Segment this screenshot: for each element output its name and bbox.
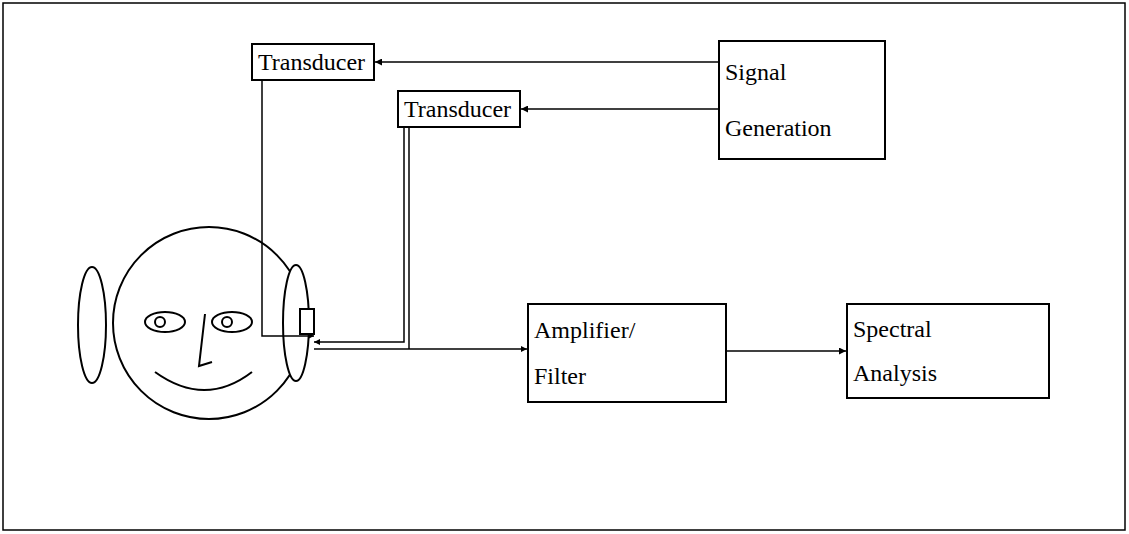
box-label: Amplifier/ Filter <box>534 307 659 399</box>
box-label: Signal Generation <box>725 44 850 156</box>
pupil <box>155 317 165 327</box>
eye <box>145 312 185 332</box>
box-label: Transducer <box>404 94 511 124</box>
frame-border <box>3 3 1125 530</box>
mouth <box>155 372 252 390</box>
signal-arrow <box>727 350 846 352</box>
box-label: Transducer <box>258 47 365 77</box>
pupil <box>222 317 232 327</box>
spectral-analysis-box: Spectral Analysis <box>846 303 1050 399</box>
nose <box>199 314 212 366</box>
transducer-box: Transducer <box>251 43 375 81</box>
signal-generation-box: Signal Generation <box>718 40 886 160</box>
signal-arrow <box>521 108 718 110</box>
head-outline <box>113 227 305 419</box>
signal-arrow <box>375 61 718 63</box>
eye <box>212 312 252 332</box>
box-label: Spectral Analysis <box>853 307 978 395</box>
transducer-wire <box>314 128 404 342</box>
transducer-wire <box>408 128 410 349</box>
transducer-wire <box>262 80 314 336</box>
ear-probe <box>300 309 314 334</box>
left-ear <box>78 267 106 383</box>
transducer-box: Transducer <box>397 90 521 128</box>
probe-output-wire <box>314 348 527 350</box>
amplifier-filter-box: Amplifier/ Filter <box>527 303 727 403</box>
